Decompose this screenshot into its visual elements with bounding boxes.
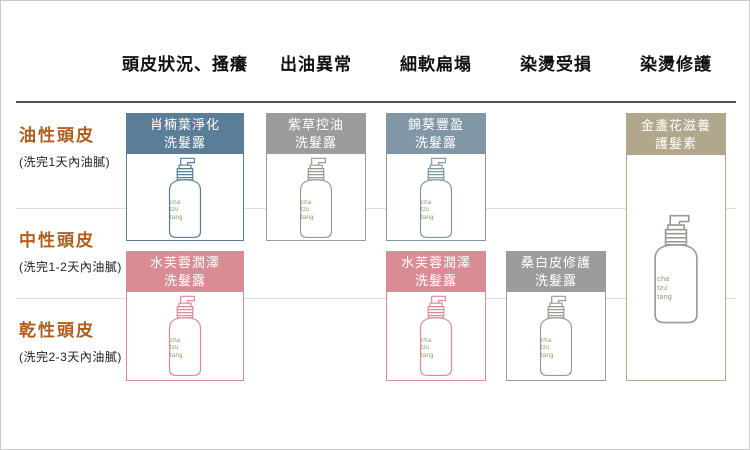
product-name: 桑白皮修護 洗髮露 <box>520 255 591 288</box>
product-name: 水芙蓉潤澤 洗髮露 <box>400 255 471 288</box>
product-name: 錦葵豐盈 洗髮露 <box>407 117 464 150</box>
row-divider-2 <box>16 298 736 299</box>
product-card-mallow-volumizing-shampoo: 錦葵豐盈 洗髮露 cha tzu tang <box>386 113 486 241</box>
product-card-header: 水芙蓉潤澤 洗髮露 <box>387 252 485 292</box>
product-card-header: 紫草控油 洗髮露 <box>267 114 365 154</box>
row-label-neutral-scalp: 中性頭皮 <box>19 231 95 250</box>
product-card-header: 錦葵豐盈 洗髮露 <box>387 114 485 154</box>
product-card-body: cha tzu tang <box>127 292 243 386</box>
shampoo-bottle-icon: cha tzu tang <box>287 154 345 240</box>
product-card-gromwell-oil-control-shampoo: 紫草控油 洗髮露 cha tzu tang <box>266 113 366 241</box>
product-card-body: cha tzu tang <box>387 154 485 248</box>
row-divider-1 <box>16 208 736 209</box>
product-card-body: cha tzu tang <box>627 155 725 380</box>
row-sublabel-dry-scalp: (洗完2-3天內油膩) <box>19 350 122 364</box>
product-card-body: cha tzu tang <box>507 292 605 386</box>
bottle-brand-text: cha tzu tang <box>540 337 554 360</box>
product-name: 肖楠葉淨化 洗髮露 <box>149 117 220 150</box>
row-sublabel-neutral-scalp: (洗完1-2天內油膩) <box>19 260 122 274</box>
product-card-body: cha tzu tang <box>387 292 485 386</box>
product-name: 紫草控油 洗髮露 <box>287 117 344 150</box>
column-header-fine-flat: 細軟扁塌 <box>400 55 472 74</box>
product-card-water-lettuce-moisturizing-shampoo-1: 水芙蓉潤澤 洗髮露 cha tzu tang <box>126 251 244 381</box>
row-label-oily-scalp: 油性頭皮 <box>19 126 95 145</box>
product-card-header: 桑白皮修護 洗髮露 <box>507 252 605 292</box>
column-header-excess-oil: 出油異常 <box>280 55 352 74</box>
column-header-damaged: 染燙受損 <box>520 55 592 74</box>
product-name: 水芙蓉潤澤 洗髮露 <box>149 255 220 288</box>
product-card-header: 水芙蓉潤澤 洗髮露 <box>127 252 243 292</box>
product-card-header: 肖楠葉淨化 洗髮露 <box>127 114 243 154</box>
product-card-body: cha tzu tang <box>127 154 243 248</box>
column-header-repair: 染燙修護 <box>640 55 712 74</box>
bottle-brand-text: cha tzu tang <box>169 337 183 360</box>
bottle-brand-text: cha tzu tang <box>420 337 434 360</box>
shampoo-bottle-icon: cha tzu tang <box>407 292 465 378</box>
bottle-brand-text: cha tzu tang <box>420 199 434 222</box>
row-sublabel-oily-scalp: (洗完1天內油膩) <box>19 155 111 169</box>
bottle-brand-text: cha tzu tang <box>657 276 673 302</box>
shampoo-bottle-icon: cha tzu tang <box>156 154 214 240</box>
product-card-mulberry-bark-repair-shampoo: 桑白皮修護 洗髮露 cha tzu tang <box>506 251 606 381</box>
shampoo-bottle-icon: cha tzu tang <box>156 292 214 378</box>
product-card-calendula-nourishing-conditioner: 金盞花滋養 護髮素 cha tzu tang <box>626 113 726 381</box>
product-card-cedar-leaf-purifying-shampoo: 肖楠葉淨化 洗髮露 cha tzu tang <box>126 113 244 241</box>
bottle-brand-text: cha tzu tang <box>300 199 314 222</box>
shampoo-bottle-icon: cha tzu tang <box>527 292 585 378</box>
column-header-scalp-itch: 頭皮狀況、搔癢 <box>122 55 248 74</box>
conditioner-bottle-icon: cha tzu tang <box>640 193 712 343</box>
row-label-dry-scalp: 乾性頭皮 <box>19 321 95 340</box>
bottle-brand-text: cha tzu tang <box>169 199 183 222</box>
product-card-body: cha tzu tang <box>267 154 365 248</box>
product-name: 金盞花滋養 護髮素 <box>640 118 711 151</box>
product-card-water-lettuce-moisturizing-shampoo-2: 水芙蓉潤澤 洗髮露 cha tzu tang <box>386 251 486 381</box>
shampoo-bottle-icon: cha tzu tang <box>407 154 465 240</box>
product-card-header: 金盞花滋養 護髮素 <box>627 114 725 156</box>
header-divider <box>16 101 736 103</box>
